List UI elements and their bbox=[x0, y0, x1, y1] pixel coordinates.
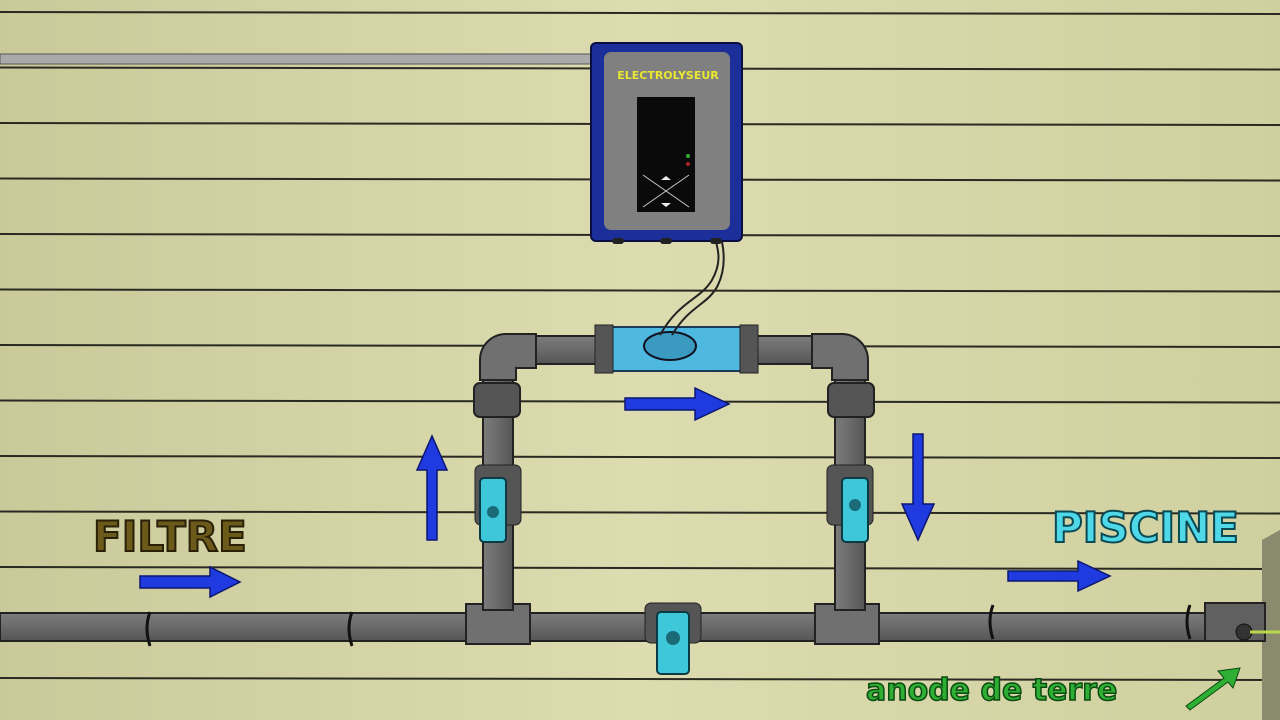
valve-bottom[interactable] bbox=[644, 602, 702, 675]
plank-line bbox=[0, 566, 1280, 570]
electrolysis-cell bbox=[594, 324, 759, 374]
plank-line bbox=[0, 288, 1280, 293]
plank-line bbox=[0, 11, 1280, 15]
plank-line bbox=[0, 510, 1280, 515]
flow-arrow-down-icon bbox=[900, 433, 936, 542]
valve-right[interactable] bbox=[826, 464, 874, 543]
plank-line bbox=[0, 455, 1280, 459]
flow-arrow-right-icon bbox=[624, 386, 731, 422]
device-display bbox=[637, 97, 695, 212]
plank-line bbox=[0, 677, 1280, 681]
cell-cable bbox=[671, 241, 725, 336]
flow-arrow-right-icon bbox=[1007, 559, 1112, 593]
main-pipe bbox=[0, 602, 1266, 647]
ground-anode bbox=[1235, 623, 1253, 641]
wall-corner bbox=[1262, 530, 1280, 720]
valve-left[interactable] bbox=[474, 464, 522, 543]
filter-label: FILTRE bbox=[93, 512, 247, 561]
cell-cable bbox=[659, 241, 720, 336]
ground-anode-label: anode de terre bbox=[866, 673, 1117, 708]
conduit bbox=[0, 53, 601, 65]
pool-label: PISCINE bbox=[1052, 503, 1239, 552]
flow-arrow-right-icon bbox=[139, 565, 242, 599]
flow-arrow-up-icon bbox=[415, 434, 449, 541]
anode-pointer-arrow-icon bbox=[1185, 667, 1241, 711]
electrolyser-unit: ELECTROLYSEUR bbox=[590, 42, 743, 244]
device-title: ELECTROLYSEUR bbox=[617, 69, 719, 82]
up-button-icon[interactable] bbox=[661, 176, 671, 180]
down-button-icon[interactable] bbox=[661, 203, 671, 207]
